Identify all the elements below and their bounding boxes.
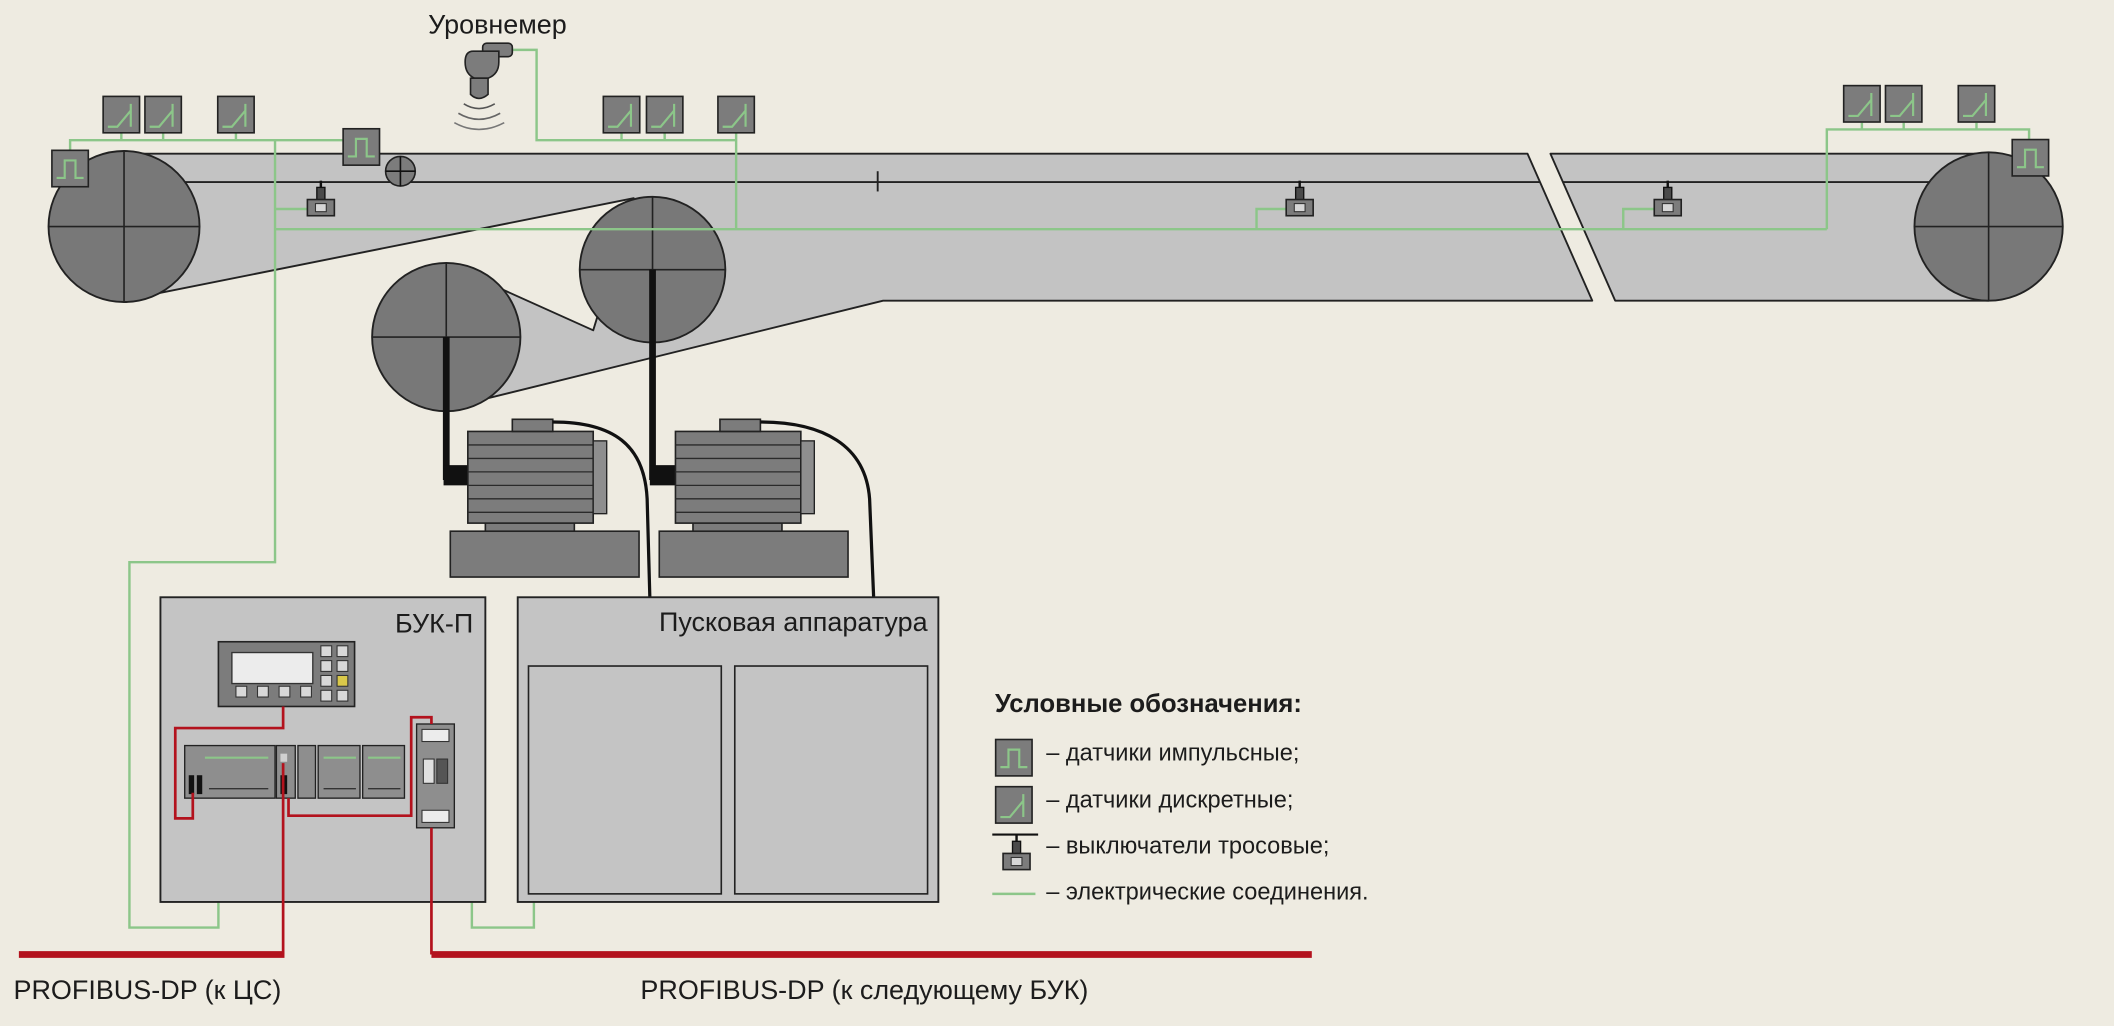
head-drum-right	[1913, 151, 2064, 302]
electric-motor-1	[443, 418, 640, 578]
control-unit-cabinet: БУК-П	[159, 596, 487, 955]
legend-item-connections: – электрические соединения.	[1046, 878, 1368, 904]
motor-base	[658, 530, 849, 578]
discrete-sensor-icon	[1842, 84, 1882, 124]
control-unit-label: БУК-П	[395, 608, 473, 638]
discrete-sensor-icon	[102, 95, 141, 134]
tail-drum-left	[47, 150, 201, 303]
pulse-sensor-icon	[2011, 138, 2050, 178]
internal-bus-wiring	[173, 706, 433, 955]
profibus-left-label: PROFIBUS-DP (к ЦС)	[13, 975, 281, 1005]
starter-label: Пусковая аппаратура	[659, 607, 928, 637]
electrical-connections	[68, 48, 2031, 929]
legend: Условные обозначения: – датчики импульсн…	[992, 690, 1369, 904]
pulse-sensor-icon	[994, 738, 1034, 777]
discrete-sensor-icon	[143, 95, 183, 134]
rope-switch-icon	[992, 833, 1039, 871]
starter-panel-left	[527, 665, 723, 895]
discrete-sensor-icon	[1957, 84, 1996, 124]
motor-2-cable	[760, 420, 876, 598]
discrete-sensor-icon	[994, 785, 1034, 825]
profibus-right-label: PROFIBUS-DP (к следующему БУК)	[640, 975, 1088, 1005]
starter-cabinet: Пусковая аппаратура	[516, 596, 940, 903]
power-supply-module	[415, 723, 456, 829]
discrete-sensor-icon	[216, 95, 256, 134]
motor-base	[449, 530, 640, 578]
pulse-sensor-icon	[50, 149, 90, 188]
electric-motor-2	[649, 418, 849, 578]
legend-item-rope-switches: – выключатели тросовые;	[1046, 832, 1329, 858]
discrete-sensor-icon	[1884, 84, 1923, 124]
discrete-sensor-icon	[716, 95, 756, 134]
motor-1-cable	[552, 420, 652, 598]
legend-title: Условные обозначения:	[995, 690, 1302, 718]
level-meter-icon	[453, 42, 514, 131]
speed-sensor-icon	[384, 155, 417, 187]
legend-item-pulse-sensors: – датчики импульсные;	[1046, 739, 1299, 765]
level-meter-label: Уровнемер	[428, 10, 567, 40]
plc-rack	[184, 744, 406, 799]
pulse-sensor-icon	[342, 127, 381, 167]
discrete-sensor-icon	[645, 95, 684, 134]
legend-item-discrete-sensors: – датчики дискретные;	[1046, 787, 1293, 813]
operator-panel	[217, 640, 356, 708]
starter-panel-right	[733, 665, 929, 895]
discrete-sensor-icon	[602, 95, 641, 134]
